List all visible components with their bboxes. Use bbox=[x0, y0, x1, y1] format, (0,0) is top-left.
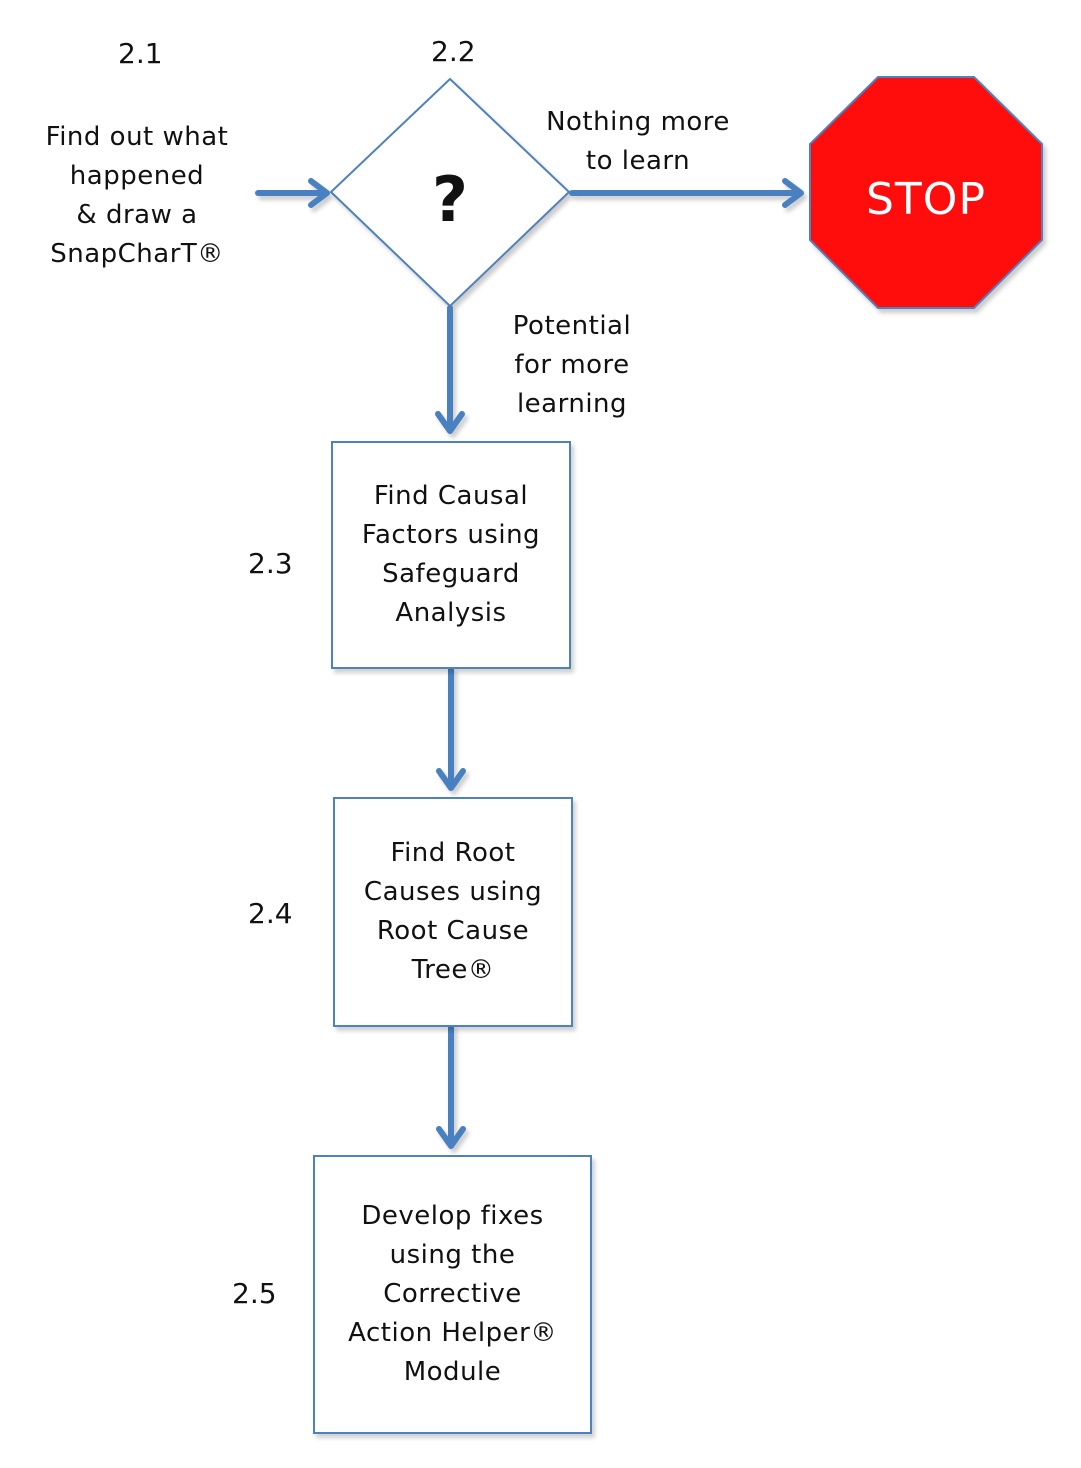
process-box-causal-factors-text: Find Causal Factors using Safeguard Anal… bbox=[361, 481, 541, 628]
edge-label-nothing-more: Nothing more to learn bbox=[546, 107, 730, 176]
step-2-1-text: Find out what happened & draw a SnapChar… bbox=[45, 122, 229, 269]
step-number-2-1: 2.1 bbox=[118, 37, 163, 70]
step-number-2-5: 2.5 bbox=[232, 1277, 277, 1310]
process-box-root-causes: Find Root Causes using Root Cause Tree® bbox=[333, 797, 573, 1027]
arrowhead-into-decision bbox=[308, 178, 330, 208]
stop-label: STOP bbox=[866, 174, 986, 225]
step-number-2-3: 2.3 bbox=[248, 547, 293, 580]
process-box-develop-fixes: Develop fixes using the Corrective Actio… bbox=[313, 1155, 592, 1434]
step-number-2-4: 2.4 bbox=[248, 897, 293, 930]
edge-label-potential: Potential for more learning bbox=[512, 311, 632, 419]
stop-octagon bbox=[809, 76, 1043, 309]
process-box-develop-fixes-text: Develop fixes using the Corrective Actio… bbox=[348, 1201, 557, 1387]
step-number-2-2: 2.2 bbox=[431, 35, 476, 68]
arrowhead-to-causal-factors bbox=[435, 411, 465, 434]
process-box-root-causes-text: Find Root Causes using Root Cause Tree® bbox=[363, 838, 543, 985]
process-box-causal-factors: Find Causal Factors using Safeguard Anal… bbox=[331, 441, 571, 669]
arrowhead-to-root-causes bbox=[436, 768, 466, 791]
arrowhead-to-develop-fixes bbox=[436, 1126, 466, 1149]
arrowhead-to-stop bbox=[782, 178, 804, 208]
decision-question-mark: ? bbox=[432, 163, 468, 236]
